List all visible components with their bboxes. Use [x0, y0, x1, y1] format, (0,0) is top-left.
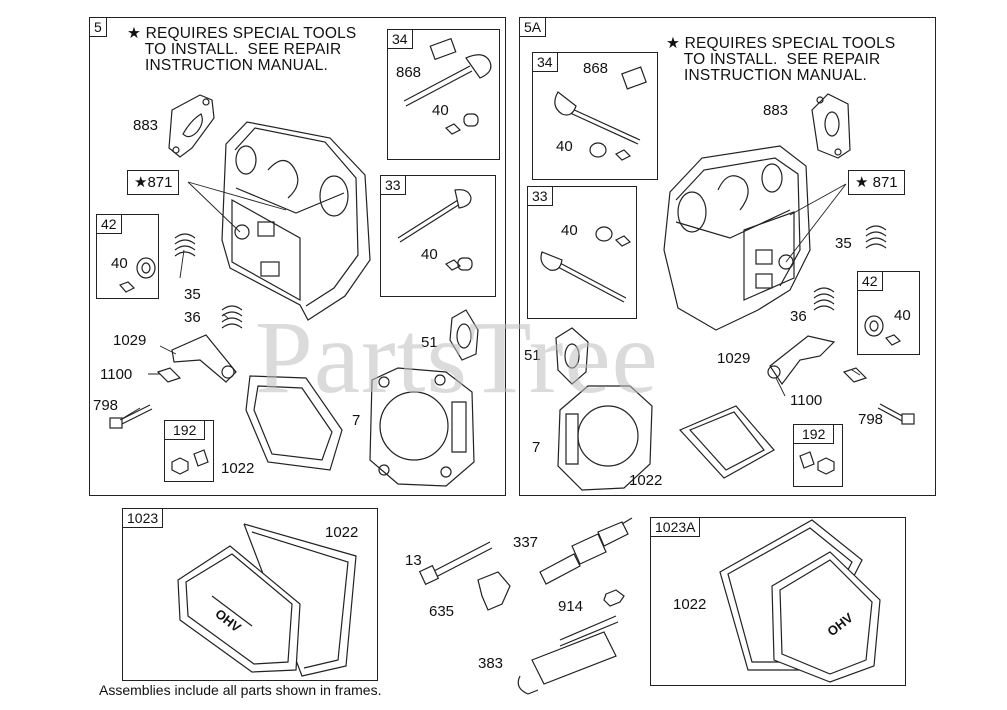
frame-33-right [527, 186, 637, 319]
label-35-right: 35 [835, 235, 852, 252]
cylinder-head-left [221, 121, 371, 321]
spark-plug-tool-383 [517, 615, 619, 695]
label-883-left: 883 [133, 117, 159, 134]
spark-plug-337 [539, 517, 633, 585]
tag-192-left: 192 [164, 420, 206, 440]
valve-868-right [567, 107, 641, 145]
frame-34-left [387, 29, 500, 160]
label-36-left: 36 [184, 309, 201, 326]
label-36-right: 36 [790, 308, 807, 325]
special-tools-note-left: ★ REQUIRES SPECIAL TOOLS TO INSTALL. SEE… [127, 25, 357, 74]
tag-192-right: 192 [793, 424, 835, 444]
label-40-34-right: 40 [556, 138, 573, 155]
rocker-arm-right [769, 335, 836, 386]
cylinder-head-right [663, 145, 811, 331]
label-35-left: 35 [184, 286, 201, 303]
label-1022-right: 1022 [629, 472, 663, 489]
tag-1023: 1023 [122, 508, 164, 528]
label-51-left: 51 [421, 334, 438, 351]
valve-spring-35-left [174, 233, 196, 257]
label-635: 635 [429, 603, 455, 620]
gasket-51-left [449, 309, 479, 361]
clip-1100-left [156, 367, 182, 383]
label-337: 337 [513, 534, 539, 551]
tag-42-right: 42 [857, 271, 883, 291]
tag-5a: 5A [519, 17, 547, 37]
frame-42-left [96, 214, 159, 299]
valve-spring-36-right [813, 287, 835, 311]
valve-spring-36-left [221, 305, 243, 329]
label-1029-left: 1029 [113, 332, 147, 349]
label-798-left: 798 [93, 397, 119, 414]
bolt-13 [431, 541, 493, 579]
tag-1023a: 1023A [650, 517, 701, 537]
tag-34-left: 34 [387, 29, 413, 49]
frame-1023a [650, 517, 906, 686]
label-7-left: 7 [352, 412, 361, 429]
tag-42-left: 42 [96, 214, 122, 234]
valve-spring-35-right [865, 225, 887, 249]
label-1022-left: 1022 [221, 460, 255, 477]
gasket-51-right [555, 327, 589, 385]
label-914: 914 [558, 598, 584, 615]
label-7-right: 7 [532, 439, 541, 456]
valve-cover-1023a [719, 519, 881, 683]
label-40-34-left: 40 [432, 102, 449, 119]
label-1022-bottom-right: 1022 [673, 596, 707, 613]
label-883-right: 883 [763, 102, 789, 119]
label-383: 383 [478, 655, 504, 672]
label-868-right: 868 [583, 60, 609, 77]
head-gasket-right [557, 385, 653, 491]
label-798-right: 798 [858, 411, 884, 428]
tag-33-left: 33 [380, 175, 406, 195]
rocker-arm-left [171, 334, 237, 383]
label-40-42-right: 40 [894, 307, 911, 324]
screw-914 [603, 589, 625, 607]
cover-gasket-left [245, 375, 343, 471]
frame-34-right [532, 52, 658, 180]
frame-1023 [122, 508, 378, 681]
valve-cover-1023 [177, 523, 357, 677]
tag-34-right: 34 [532, 52, 558, 72]
label-871-left: ★871 [127, 170, 180, 195]
clip-1100-right [842, 367, 868, 383]
tag-33-right: 33 [527, 186, 553, 206]
bolt-798-left [119, 404, 153, 425]
intake-gasket-left [168, 94, 215, 158]
label-1029-right: 1029 [717, 350, 751, 367]
frame-33-left [380, 175, 496, 297]
frame-5a [519, 17, 936, 496]
breather-635 [477, 571, 511, 611]
tag-5: 5 [89, 17, 107, 37]
label-40-33-left: 40 [421, 246, 438, 263]
label-1100-left: 1100 [100, 366, 133, 383]
footer-note: Assemblies include all parts shown in fr… [99, 682, 382, 698]
head-gasket-left [369, 367, 475, 487]
valve-868-left [403, 65, 473, 107]
frame-5 [89, 17, 506, 496]
label-868-left: 868 [396, 64, 422, 81]
label-40-33-right: 40 [561, 222, 578, 239]
label-13: 13 [405, 552, 422, 569]
valve-33-right [555, 261, 627, 303]
label-1100-right: 1100 [790, 392, 823, 409]
label-51-right: 51 [524, 347, 541, 364]
label-40-42-left: 40 [111, 255, 128, 272]
special-tools-note-right: ★ REQUIRES SPECIAL TOOLS TO INSTALL. SEE… [666, 35, 896, 84]
cover-gasket-right [678, 405, 775, 479]
frame-42-right [857, 271, 920, 355]
label-1022-bottom-left: 1022 [325, 524, 359, 541]
intake-gasket-right [811, 93, 851, 159]
valve-33-left [397, 199, 461, 243]
label-871-right: ★ 871 [848, 170, 905, 195]
